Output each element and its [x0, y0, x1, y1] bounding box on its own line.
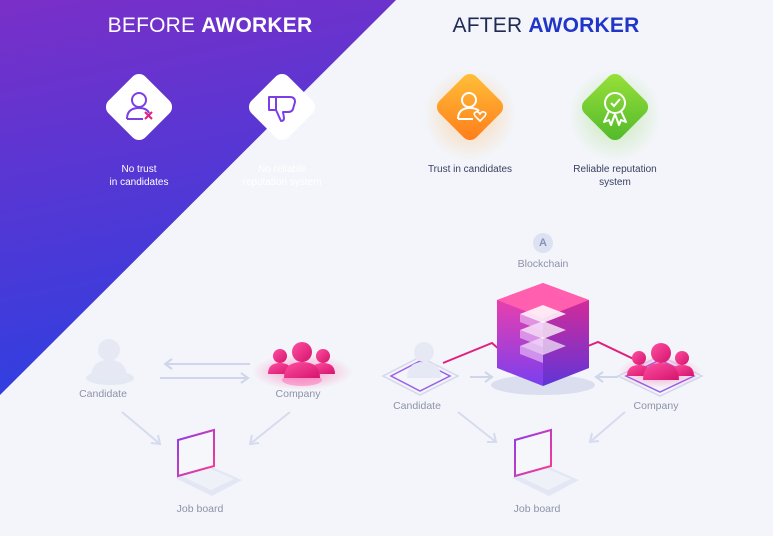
before-region	[0, 0, 396, 395]
blockchain-cube	[491, 283, 595, 395]
candidate-label-after: Candidate	[393, 400, 441, 412]
candidate-person-after	[381, 342, 460, 396]
user-heart-icon	[436, 73, 504, 141]
company-label-before: Company	[275, 388, 321, 400]
blockchain-badge-letter: A	[539, 237, 547, 249]
user-x-icon	[105, 73, 173, 141]
after-title-prefix: AFTER	[452, 14, 523, 37]
company-group-before	[252, 342, 352, 390]
before-title: BEFORE AWORKER	[0, 14, 420, 38]
feature-label-trust: Trust in candidates	[427, 164, 513, 175]
company-label-after: Company	[633, 400, 679, 412]
feature-label-reputation: Reliable reputation system	[573, 164, 657, 188]
exchange-arrows-before	[160, 358, 250, 384]
thumbs-down-icon	[248, 73, 316, 141]
candidate-label-before: Candidate	[79, 388, 127, 400]
job-board-label-after: Job board	[513, 503, 561, 515]
company-group-after	[616, 343, 704, 397]
job-board-arrows-after	[457, 411, 626, 444]
job-board-label-before: Job board	[176, 503, 224, 515]
blockchain-badge	[533, 233, 553, 253]
candidate-person-before	[86, 339, 134, 385]
blockchain-label: Blockchain	[517, 258, 569, 270]
candidate-to-blockchain-arrow	[470, 371, 494, 383]
job-board-arrows-before	[121, 411, 291, 446]
before-title-prefix: BEFORE	[107, 14, 196, 37]
laptop-after	[512, 428, 579, 496]
after-title-brand: AWORKER	[528, 14, 640, 37]
feature-label-no-trust: No trust in candidates	[109, 164, 169, 188]
laptop-before	[175, 428, 242, 496]
company-to-blockchain-arrow	[594, 371, 618, 383]
before-title-brand: AWORKER	[201, 14, 313, 37]
after-title: AFTER AWORKER	[386, 14, 706, 38]
award-ribbon-icon	[581, 73, 649, 141]
feature-label-no-reputation: No reliable reputation system	[242, 164, 322, 188]
